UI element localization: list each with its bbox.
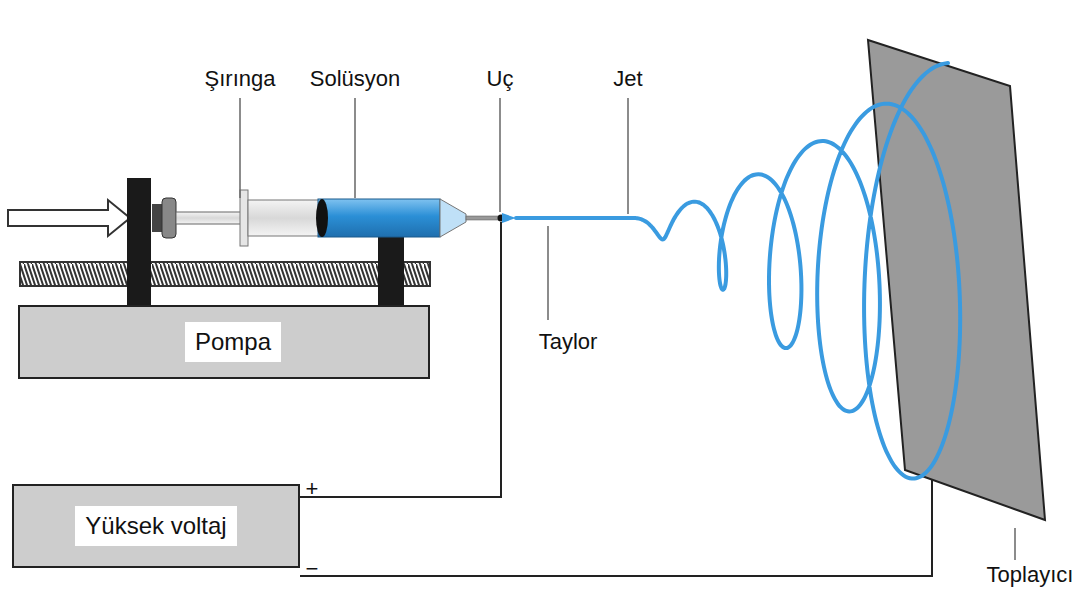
syringe-barrel xyxy=(248,200,328,236)
taylor-cone xyxy=(502,213,516,223)
polymer-jet xyxy=(516,63,960,479)
node-label: Pompa xyxy=(185,322,281,362)
collector-plate xyxy=(868,40,1045,520)
polarity-sign: − xyxy=(304,556,321,582)
plunger-seal xyxy=(316,199,328,237)
polarity-sign: + xyxy=(304,476,321,502)
syringe-cone xyxy=(440,199,466,237)
power-supply: Yüksek voltaj xyxy=(12,484,300,568)
plunger-flange xyxy=(162,198,176,238)
part-label: Jet xyxy=(611,66,644,92)
negative-wire xyxy=(300,480,932,576)
lead-screw xyxy=(20,262,430,286)
jet-helix xyxy=(516,63,960,479)
plunger-knob xyxy=(152,204,162,232)
part-label: Solüsyon xyxy=(308,66,403,92)
needle xyxy=(466,216,500,220)
part-label: Toplayıcı xyxy=(985,562,1076,588)
syringe-flange xyxy=(240,190,248,246)
part-label: Şırınga xyxy=(203,66,278,92)
node-label: Yüksek voltaj xyxy=(75,506,236,546)
pump-pusher xyxy=(127,178,151,306)
part-label: Uç xyxy=(485,66,516,92)
push-arrow xyxy=(8,200,130,236)
part-label: Taylor xyxy=(537,329,600,355)
solution xyxy=(318,199,440,237)
pump-base: Pompa xyxy=(18,305,430,379)
pump-holder xyxy=(378,236,404,306)
